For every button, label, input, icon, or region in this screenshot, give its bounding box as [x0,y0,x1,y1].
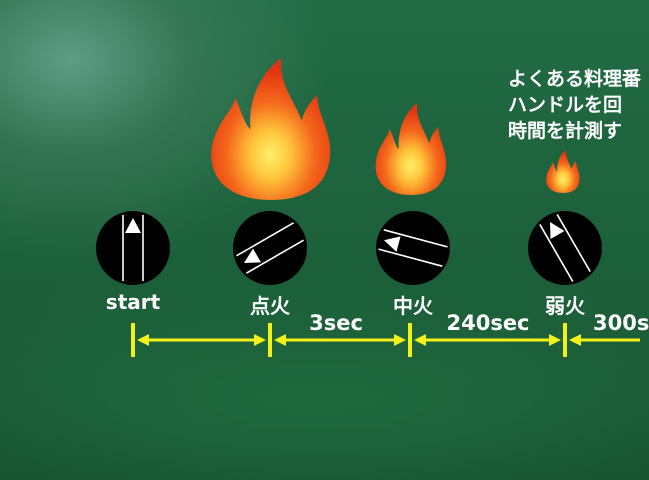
note-line: よくある料理番 [508,68,642,90]
interval-label: 3sec [309,311,363,335]
stage-label-medium-heat: 中火 [393,294,433,318]
interval-arrow [414,334,561,346]
knob-ignition [233,211,307,285]
knob-medium-heat [376,211,450,285]
knob-pointer-icon [125,218,141,233]
interval-label: 300s [593,311,649,335]
stage-label-low-heat: 弱火 [545,294,585,318]
interval-label: 240sec [446,311,530,335]
knob-pointer-icon [244,248,262,263]
knob-pointer-icon [550,222,565,240]
stage-label-start: start [105,290,161,314]
knob-handle [236,222,304,274]
timeline [131,323,640,357]
knob-start [96,211,170,285]
knob-low-heat [528,211,602,285]
interval-arrow [137,334,266,346]
stage-label-ignition: 点火 [250,294,290,318]
note-line: 時間を計測す [508,120,623,142]
knob-handle [122,215,144,281]
knob-pointer-icon [384,236,401,252]
explanation-note: よくある料理番 ハンドルを回 時間を計測す [508,66,641,144]
knob-handle [539,214,591,282]
interval-arrow [569,334,640,346]
interval-arrow [274,334,406,346]
note-line: ハンドルを回 [508,94,623,116]
knob-handle [378,229,448,267]
